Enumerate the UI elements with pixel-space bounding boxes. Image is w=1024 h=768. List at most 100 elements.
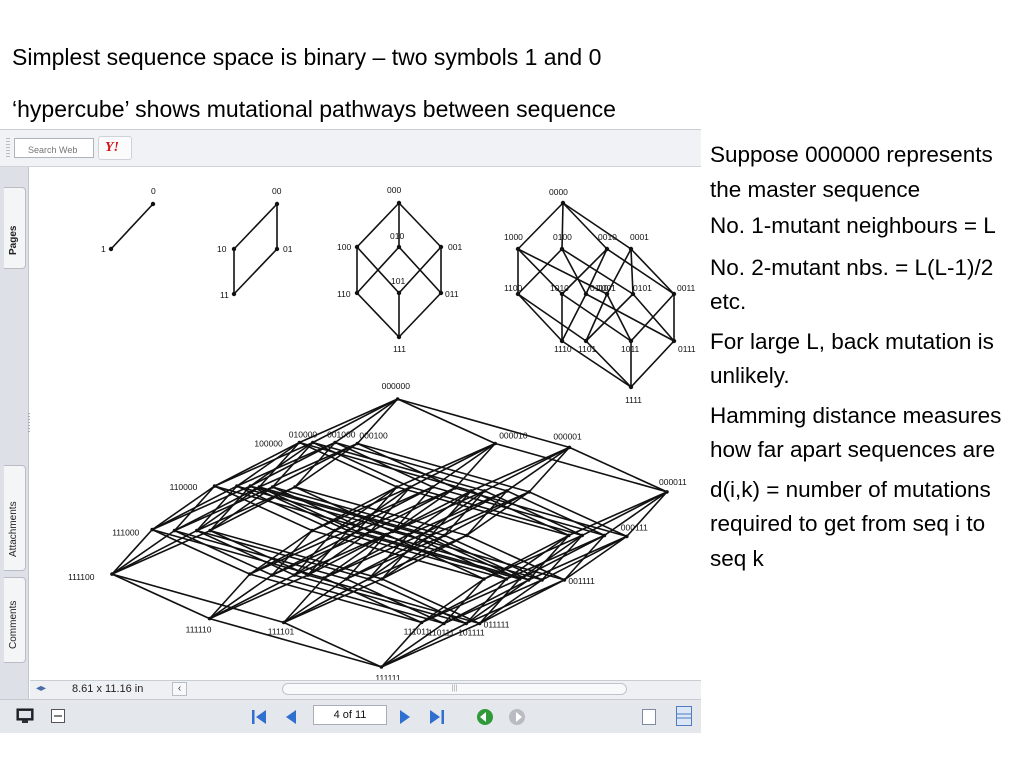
hypercube-edge bbox=[236, 441, 336, 487]
zoom-arrows-icon[interactable]: ◂▸ bbox=[36, 683, 47, 694]
hypercube-edge bbox=[174, 529, 347, 580]
hypercube-edge bbox=[151, 485, 216, 531]
sequence-node bbox=[172, 528, 177, 533]
hypercube-edge bbox=[236, 485, 335, 532]
hypercube-edge bbox=[357, 442, 530, 493]
hypercube-edge bbox=[506, 490, 605, 537]
hypercube-edge bbox=[386, 533, 485, 580]
sequence-node bbox=[482, 577, 486, 581]
node-label: 0100 bbox=[553, 232, 572, 242]
sequence-node bbox=[384, 532, 389, 537]
sequence-node bbox=[526, 578, 531, 582]
yahoo-search-button[interactable]: Y! bbox=[98, 136, 132, 160]
master-sequence-text: Suppose 000000 represents the master seq… bbox=[710, 142, 993, 202]
hypercube-edge bbox=[111, 573, 285, 624]
back-mutation-text: For large L, back mutation is unlikely. bbox=[710, 328, 994, 389]
node-label: 111101 bbox=[268, 627, 295, 637]
tab-comments[interactable]: Comments bbox=[4, 577, 26, 663]
hypercube-edge bbox=[398, 246, 442, 294]
single-page-icon[interactable] bbox=[641, 708, 657, 726]
node-label: 001 bbox=[448, 242, 462, 252]
sequence-node bbox=[396, 290, 402, 296]
node-label: 010000 bbox=[289, 430, 318, 440]
hypercube-edge bbox=[209, 485, 251, 532]
sequence-node bbox=[628, 338, 634, 344]
page-number-input[interactable]: 4 of 11 bbox=[313, 705, 387, 725]
next-page-icon[interactable] bbox=[398, 708, 412, 726]
hypercube-edge bbox=[484, 490, 583, 537]
node-label: 000 bbox=[387, 185, 401, 195]
sequence-node bbox=[583, 338, 589, 344]
hypercube-edge bbox=[386, 490, 485, 536]
sequence-node bbox=[332, 528, 337, 533]
sequence-node bbox=[442, 533, 447, 538]
hypercube-edge bbox=[312, 398, 398, 444]
search-web-input[interactable] bbox=[14, 138, 94, 158]
node-label: 10 bbox=[217, 244, 227, 254]
hypercube-edge bbox=[421, 533, 521, 580]
sequence-node bbox=[270, 485, 275, 489]
hypercube-edge bbox=[311, 486, 411, 532]
hypercube-edge bbox=[380, 621, 423, 668]
hypercube-edge bbox=[466, 491, 530, 537]
hypercube-edge bbox=[606, 248, 675, 295]
go-forward-icon[interactable] bbox=[508, 708, 526, 726]
search-toolbar: Y! bbox=[0, 130, 701, 167]
hypercube-edge bbox=[630, 248, 675, 295]
scroll-left-button[interactable]: ‹ bbox=[172, 682, 187, 696]
hypercube-edge bbox=[174, 486, 273, 532]
sequence-node bbox=[310, 528, 315, 533]
toolbar-grip[interactable] bbox=[6, 138, 10, 158]
sequence-node bbox=[517, 577, 522, 581]
hypercube-edge bbox=[196, 486, 260, 532]
status-bar: ◂▸ 8.61 x 11.16 in ‹ ||| bbox=[30, 680, 701, 699]
hypercube-edge bbox=[569, 446, 668, 493]
previous-page-icon[interactable] bbox=[284, 708, 298, 726]
hypercube-edge bbox=[396, 442, 496, 488]
monitor-icon[interactable] bbox=[16, 708, 34, 724]
sequence-node bbox=[110, 572, 114, 576]
navigation-toolbar: 4 of 11 bbox=[0, 699, 701, 733]
tab-pages[interactable]: Pages bbox=[4, 187, 26, 269]
sequence-node bbox=[396, 200, 402, 206]
node-label: 0 bbox=[151, 186, 156, 196]
node-label: 000010 bbox=[499, 431, 528, 441]
sequence-node bbox=[515, 291, 521, 297]
hypercube-edge bbox=[561, 202, 564, 250]
hypercube-edge bbox=[517, 248, 563, 295]
sequence-node bbox=[108, 246, 114, 252]
node-label: 001000 bbox=[327, 430, 356, 440]
continuous-page-icon[interactable] bbox=[675, 706, 693, 726]
node-label: 1100 bbox=[504, 283, 523, 293]
hypercube-edge bbox=[470, 446, 570, 492]
sequence-node bbox=[604, 291, 610, 297]
last-page-icon[interactable] bbox=[428, 708, 446, 726]
hypercube-edge bbox=[151, 485, 251, 531]
go-back-icon[interactable] bbox=[476, 708, 494, 726]
sequence-node bbox=[355, 441, 360, 446]
sidebar-resize-handle[interactable] bbox=[28, 413, 31, 433]
hypercube-edge bbox=[347, 486, 411, 532]
hypercube-edge bbox=[430, 534, 530, 581]
hypercube-edge bbox=[258, 442, 358, 488]
sequence-node bbox=[231, 246, 237, 252]
sequence-node bbox=[274, 201, 280, 207]
hypercube-edge bbox=[249, 529, 313, 575]
distance-definition-text: d(i,k) = number of mutations required to… bbox=[710, 476, 991, 571]
sequence-node bbox=[208, 528, 212, 533]
tab-attachments[interactable]: Attachments bbox=[4, 465, 26, 571]
horizontal-scrollbar-thumb[interactable]: ||| bbox=[282, 683, 627, 695]
node-label: 0010 bbox=[598, 232, 617, 242]
fit-page-icon[interactable] bbox=[50, 708, 66, 724]
hypercube-edge bbox=[517, 293, 563, 342]
sequence-node bbox=[354, 290, 360, 296]
hypercube-edge bbox=[470, 490, 570, 537]
sequence-node bbox=[231, 291, 237, 297]
node-label: 1110 bbox=[554, 344, 572, 354]
first-page-icon[interactable] bbox=[250, 708, 268, 726]
hypercube-edge bbox=[209, 574, 309, 620]
sequence-node bbox=[505, 489, 509, 493]
sequence-node bbox=[395, 397, 400, 401]
